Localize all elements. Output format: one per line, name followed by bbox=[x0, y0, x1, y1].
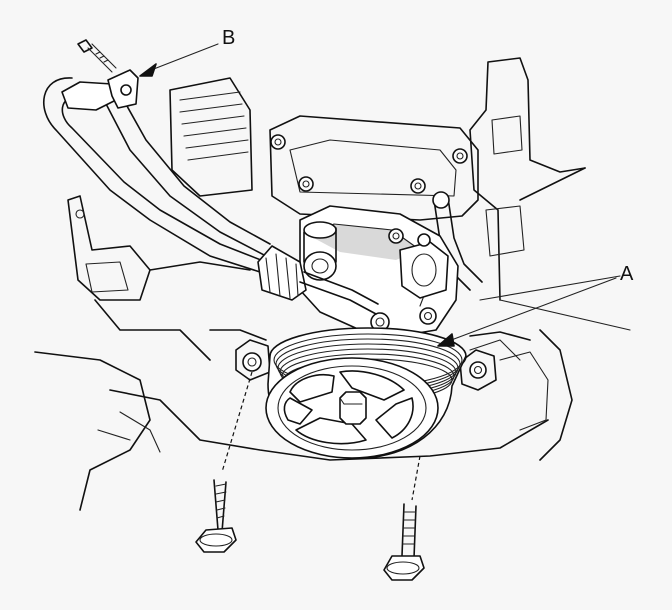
callout-a-label: A bbox=[620, 263, 634, 285]
callout-b-arrowhead bbox=[139, 63, 157, 77]
power-steering-pump bbox=[299, 205, 459, 337]
callout-b-leader bbox=[145, 43, 219, 73]
mounting-bolt-left bbox=[195, 371, 253, 553]
callout-b: B bbox=[139, 27, 235, 77]
pump-pulley bbox=[265, 327, 467, 459]
hose-clamp-bracket bbox=[61, 39, 139, 111]
callout-a-leader bbox=[445, 277, 617, 343]
callout-b-label: B bbox=[222, 27, 235, 49]
drive-belt-edge bbox=[209, 329, 531, 341]
callout-a-arrowhead bbox=[437, 333, 455, 347]
callout-a: A bbox=[437, 263, 634, 347]
engine-block bbox=[34, 57, 631, 511]
mounting-bolt-right bbox=[383, 455, 425, 581]
